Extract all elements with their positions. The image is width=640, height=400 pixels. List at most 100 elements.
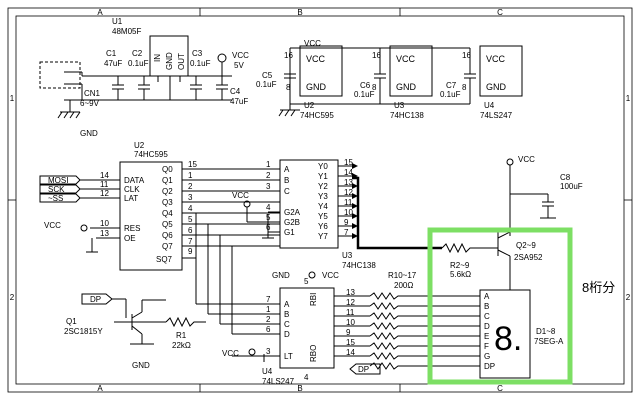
u2-pin16: 16 (284, 51, 293, 60)
u3-y-name: Y0 (318, 162, 328, 171)
c2-ref: C2 (132, 49, 143, 58)
u3-en-pin-name: G1 (284, 228, 295, 237)
input-port-mosi (39, 175, 81, 185)
segment-resistor (369, 312, 408, 320)
u4-pin-num: 3 (266, 347, 271, 356)
u2-q-pin: 3 (188, 193, 193, 202)
c6-ref: C6 (360, 81, 371, 90)
row-label-1-right: 1 (626, 94, 631, 103)
q1-part: 2SC1815Y (64, 327, 103, 336)
seg-res-ref: R10~17 (388, 271, 417, 280)
u2-q-name: Q6 (162, 231, 173, 240)
segment-resistor (369, 302, 408, 310)
u3-vcc: VCC (232, 191, 249, 200)
r1-ref: R1 (176, 331, 187, 340)
u2-vcc-icon (80, 224, 88, 232)
u2-pin-num: 11 (100, 180, 109, 189)
u1-part: 48M05F (112, 27, 141, 36)
u4-rbi: RBI (309, 293, 318, 306)
seg-res-val: 200Ω (394, 281, 413, 290)
c8-ref: C8 (560, 173, 571, 182)
u3-pin-name: A (284, 165, 290, 174)
u3-pin8: 8 (372, 83, 377, 92)
u3-y-arrow (352, 213, 358, 219)
u4-box-gnd: GND (486, 82, 507, 92)
c5-val: 0.1uF (256, 80, 277, 89)
c6-val: 0.1uF (354, 90, 375, 99)
u2-sq7-pin: 9 (188, 247, 193, 256)
seg-label: F (484, 342, 489, 351)
u2-q-pin: 15 (188, 160, 197, 169)
u2-pin-num: 10 (100, 219, 109, 228)
u2-q-pin: 7 (188, 237, 193, 246)
r2-ref: R2~9 (450, 261, 470, 270)
u2-pin-num: 13 (100, 229, 109, 238)
u3-y-arrow (352, 193, 358, 199)
u2-power-box (299, 45, 343, 97)
segment-resistor (369, 332, 408, 340)
q2-vcc-icon (506, 158, 514, 166)
u4-vcc-icon (308, 271, 316, 279)
c4-val: 47uF (230, 97, 248, 106)
u2-q-name: Q5 (162, 220, 173, 229)
r1-resistor (165, 316, 206, 328)
input-port-label: ~SS (48, 194, 63, 203)
u4-pin8: 8 (462, 83, 467, 92)
u3-part-label: 74HC138 (390, 111, 424, 120)
dp-in-label: DP (90, 295, 101, 304)
dp-input-port (81, 293, 113, 305)
u3-y-name: Y4 (318, 202, 328, 211)
u3-pin-name: C (284, 187, 290, 196)
u4-pin-name: A (284, 300, 290, 309)
u4-part: 74LS247 (262, 377, 295, 386)
seven-seg-digit: 8. (494, 320, 522, 358)
u2-pin-num: 12 (100, 189, 109, 198)
u3-en-pin-name: G2B (284, 218, 300, 227)
u4-label: U4 (484, 101, 495, 110)
seg-label: A (484, 292, 490, 301)
u4-pin-name: LT (284, 352, 293, 361)
c8-val: 100uF (560, 182, 583, 191)
u4-power-box (479, 45, 523, 97)
c3-val: 0.1uF (190, 59, 211, 68)
segment-resistor (369, 342, 408, 350)
u4-out-pin: 14 (346, 348, 355, 357)
segment-resistor (369, 362, 408, 370)
u3-box-gnd: GND (396, 82, 417, 92)
u4-box-vcc: VCC (486, 54, 506, 64)
row-label-2-right: 2 (626, 293, 631, 302)
r2-resistor (441, 242, 498, 254)
u2-q-name: Q4 (162, 209, 173, 218)
u3-y-name: Y2 (318, 182, 328, 191)
u2-pin-name: RES (124, 224, 140, 233)
u3-ref: U3 (342, 251, 353, 260)
u2-pin8: 8 (286, 83, 291, 92)
u3-y-pin: 12 (344, 188, 353, 197)
digit-select-bus (352, 176, 442, 250)
row-label-1-left: 1 (10, 94, 15, 103)
seg-label: B (484, 302, 489, 311)
u3-y-name: Y1 (318, 172, 328, 181)
dp-out-label: DP (358, 365, 369, 374)
input-port-sck (39, 184, 81, 194)
segment-resistor (369, 322, 408, 330)
decoupling-section (278, 45, 523, 117)
q2-vcc: VCC (518, 155, 535, 164)
u3-en-pin-num: 4 (266, 203, 271, 212)
u3-y-pin: 10 (344, 208, 353, 217)
u3-pin-num: 3 (266, 182, 271, 191)
q1-ref: Q1 (66, 317, 77, 326)
u2-pin-name: CLK (124, 185, 140, 194)
u2-q-pin: 2 (188, 182, 193, 191)
u3-y-arrow (352, 203, 358, 209)
u4-out-pin: 9 (346, 328, 351, 337)
u2-q-pin: 6 (188, 226, 193, 235)
col-label-c-top: C (497, 8, 503, 17)
u4-pin-name: C (284, 320, 290, 329)
cn1-ref: CN1 (84, 89, 101, 98)
u3-y-pin: 7 (344, 228, 349, 237)
u3-en-pin-num: 6 (266, 223, 271, 232)
c4-ref: C4 (230, 87, 241, 96)
u2-pin-name: OE (124, 234, 136, 243)
